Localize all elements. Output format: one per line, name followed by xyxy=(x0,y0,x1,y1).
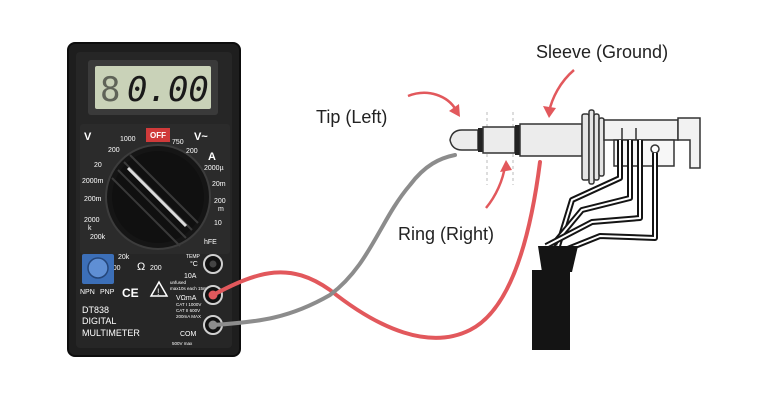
dial-label-2000k: 2000 xyxy=(84,217,100,224)
tip-arrow xyxy=(407,91,458,111)
ring-label: Ring (Right) xyxy=(398,224,494,244)
dial-pointer xyxy=(126,166,188,228)
lcd-readout: 0.00 xyxy=(127,70,209,110)
pnp-label: PNP xyxy=(100,289,115,296)
jack-cable-wires xyxy=(544,140,658,253)
port-label-10a: 10A xyxy=(184,273,197,280)
dial-label-v-dc: V xyxy=(84,131,92,143)
dial-label-v-ac: V~ xyxy=(194,131,208,143)
multimeter: 8 0.00 V OFF V~ A 1000 200 20 2000m 200m… xyxy=(67,42,241,357)
ce-mark: CE xyxy=(122,286,139,300)
jack-terminal-plate xyxy=(613,139,675,167)
dial-label-k: k xyxy=(88,225,92,232)
tip-arrowhead xyxy=(449,104,460,117)
dial-label-1000: 1000 xyxy=(120,136,136,143)
dial-label-degc: °C xyxy=(190,260,198,268)
ring-arrowhead xyxy=(500,160,512,172)
svg-text:max10s each 15m: max10s each 15m xyxy=(170,286,207,291)
svg-text:CAT I 1000V: CAT I 1000V xyxy=(176,302,201,307)
dial-label-10: 10 xyxy=(214,220,222,227)
npn-label: NPN xyxy=(80,289,95,296)
dial-label-m-right: m xyxy=(218,206,224,213)
warning-mark: ! xyxy=(157,287,160,297)
dial-label-2000m-left: 2000m xyxy=(82,178,104,185)
dial-label-20m: 20m xyxy=(212,181,226,188)
dial-label-200-a: 200 xyxy=(108,147,120,154)
dial-label-200m-left: 200m xyxy=(84,196,102,203)
jack-ring-insulator xyxy=(515,125,520,155)
name-line-1: DIGITAL xyxy=(82,316,116,326)
lcd-ghost: 8 xyxy=(100,70,120,110)
grey-probe-wire xyxy=(211,153,457,327)
jack-ring xyxy=(482,126,516,154)
name-line-2: MULTIMETER xyxy=(82,328,140,338)
jack-collar xyxy=(581,109,605,185)
hfe-socket-dial xyxy=(87,257,109,279)
dial-label-hfe: hFE xyxy=(204,239,217,246)
svg-text:CAT II 600V: CAT II 600V xyxy=(176,308,200,313)
off-marker xyxy=(146,128,170,142)
dial-label-a-dc: A xyxy=(208,151,216,163)
model-label: DT838 xyxy=(82,305,109,315)
audio-jack xyxy=(449,109,701,185)
dial-label-20: 20 xyxy=(94,162,102,169)
port-fine-print: unfused max10s each 15m CAT I 1000V CAT … xyxy=(170,280,207,346)
jack-cable-transition xyxy=(538,246,578,272)
dial-label-off: OFF xyxy=(150,131,166,140)
svg-text:500V max: 500V max xyxy=(172,341,193,346)
sleeve-arrowhead xyxy=(543,106,556,118)
dial-label-200-b: 200 xyxy=(150,265,162,272)
svg-text:200mA MAX: 200mA MAX xyxy=(176,314,201,319)
dial-label-200k: 200k xyxy=(90,234,106,241)
jack-cable xyxy=(532,270,570,350)
jack-body xyxy=(603,119,679,141)
red-probe-wire xyxy=(211,160,542,340)
warning-triangle-icon xyxy=(149,280,169,297)
dial-label-750: 750 xyxy=(172,139,184,146)
jack-end-tab xyxy=(677,117,701,169)
dial-label-temp: TEMP xyxy=(186,254,201,260)
lcd-screen xyxy=(95,66,211,109)
jack-tip-insulator xyxy=(478,128,483,152)
port-label-com: COM xyxy=(180,331,197,338)
jack-tip xyxy=(449,129,479,151)
dial-label-20k: 20k xyxy=(118,254,130,261)
tip-label: Tip (Left) xyxy=(316,107,387,127)
port-label-vma: VΩmA xyxy=(176,295,197,302)
port-10a-hole xyxy=(209,260,217,268)
dial-label-200m-right: 200 xyxy=(214,198,226,205)
jack-terminal-hole xyxy=(650,144,660,154)
jack-sleeve xyxy=(519,123,583,157)
svg-text:unfused: unfused xyxy=(170,280,187,285)
sleeve-label: Sleeve (Ground) xyxy=(536,42,668,62)
dial-label-2000u: 2000µ xyxy=(204,165,224,172)
dial-label-ohm: Ω xyxy=(137,261,145,273)
dial-label-200-c: 200 xyxy=(186,148,198,155)
sleeve-arrow xyxy=(547,69,575,113)
ring-arrow xyxy=(485,165,507,209)
dial-labels: V OFF V~ A 1000 200 20 2000m 200m 2000 k… xyxy=(82,128,226,273)
